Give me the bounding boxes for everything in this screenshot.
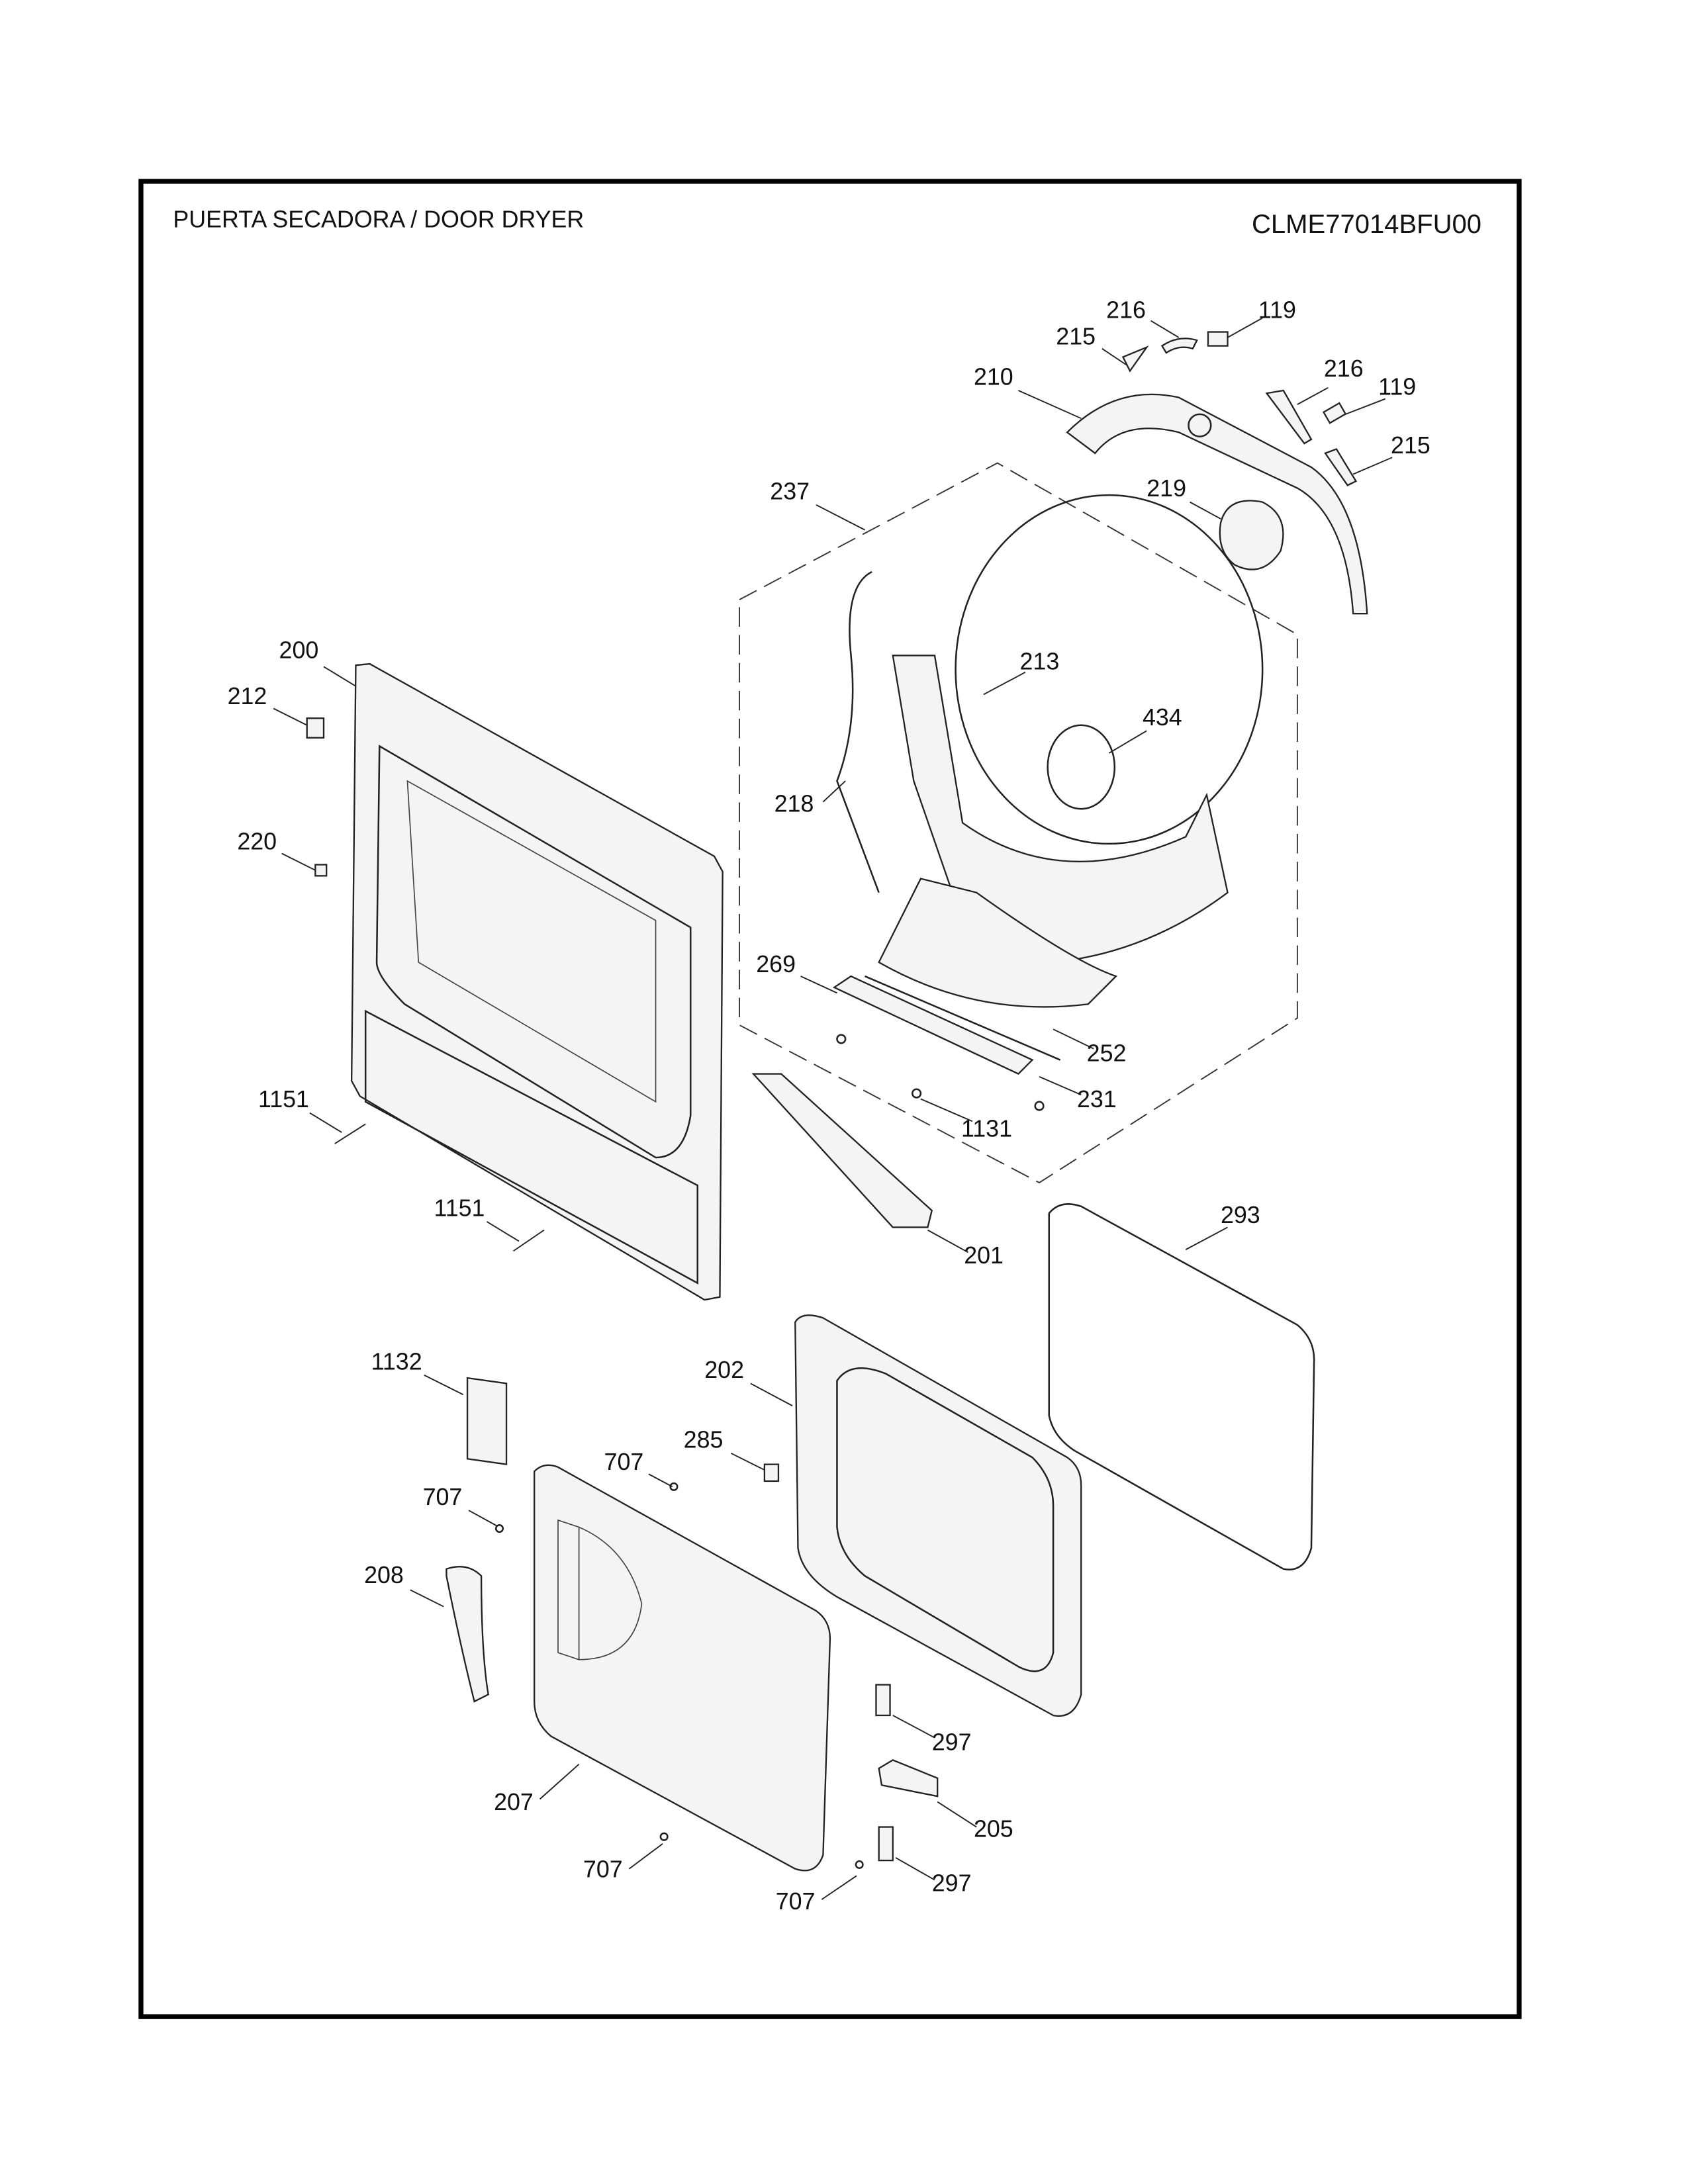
assembly-boundary-237 [739,462,1298,1184]
part-213-drum-back [955,494,1264,845]
part-1132-plate [466,1377,508,1465]
part-297-hinge [875,1684,891,1717]
callout-label: 269 [756,951,796,978]
callout-label: 707 [423,1484,463,1510]
model-number: CLME77014BFU00 [1252,210,1481,239]
screw-707b [494,1524,504,1533]
screw-1131b [911,1088,922,1099]
part-219-gasket [1219,500,1284,570]
callout-label: 707 [583,1856,623,1882]
callout-label: 202 [704,1357,744,1383]
callout-label: 215 [1056,323,1096,349]
callout-label: 208 [364,1562,404,1588]
callout-label: 219 [1147,475,1186,502]
callout-label: 220 [237,828,277,854]
callout-label: 231 [1077,1086,1117,1113]
callout-label: 213 [1020,648,1060,674]
part-201-lint-filter [751,1073,933,1228]
part-1151-screw-2 [513,1229,545,1252]
part-434-ring [1047,724,1116,810]
callout-label: 1151 [434,1195,485,1222]
part-269-lint-screen [832,975,1034,1075]
callout-label: 237 [770,478,810,504]
part-297-hinge-2 [878,1826,894,1862]
callout-label: 119 [1378,373,1416,400]
callout-label: 297 [932,1729,972,1756]
screw-1131c [1034,1101,1045,1111]
part-205-block [878,1759,939,1797]
part-202-inner-door [794,1314,1082,1717]
callout-label: 434 [1143,704,1182,731]
callout-label: 707 [604,1449,644,1475]
part-216-bracket [1160,338,1198,354]
screw-707d [855,1860,864,1869]
callout-label: 205 [974,1815,1013,1842]
part-200-front-panel [350,662,724,1301]
part-215-bracket-2 [1324,448,1358,486]
callout-label: 216 [1324,355,1364,382]
callout-label: 1132 [371,1348,422,1375]
callout-label: 218 [774,790,814,817]
part-210-duct [1066,393,1368,615]
part-293-door-gasket [1048,1203,1315,1570]
callout-label: 119 [1258,296,1296,323]
callout-label: 212 [228,683,267,709]
part-119-pad [1207,331,1229,347]
part-lint-housing [878,878,1118,1008]
callout-label: 252 [1087,1040,1127,1067]
callout-label: 215 [1391,432,1430,459]
callout-label: 216 [1106,296,1146,323]
part-208-handle [445,1566,489,1703]
diagram-frame [138,179,1522,2019]
callout-label: 297 [932,1870,972,1896]
screw-1131a [836,1034,847,1044]
part-218-wire [836,570,880,893]
part-212-switch [306,717,325,739]
callout-label: 1151 [258,1086,309,1113]
part-119-pad-2 [1322,402,1347,424]
callout-labels: 216 215 119 210 216 119 215 237 219 200 … [228,296,1430,1914]
callout-label: 707 [776,1888,816,1915]
callout-label: 210 [974,364,1013,390]
callout-label: 201 [964,1242,1004,1269]
screw-707c [659,1832,669,1841]
part-207-outer-door [534,1464,831,1872]
screw-707a [669,1482,679,1491]
part-216-bracket-2 [1265,389,1313,445]
leader-lines [273,317,1393,1900]
callout-label: 285 [684,1426,724,1453]
part-215-bracket [1121,345,1149,373]
part-252-seal [865,975,1061,1061]
part-1151-screw [334,1123,366,1144]
callout-label: 293 [1221,1202,1260,1228]
callout-label: 1131 [961,1115,1012,1142]
diagram-title: PUERTA SECADORA / DOOR DRYER [173,206,584,232]
callout-label: 207 [494,1789,534,1815]
part-285-latch [763,1463,780,1482]
part-220-clip [314,864,328,877]
callout-label: 200 [279,637,319,664]
